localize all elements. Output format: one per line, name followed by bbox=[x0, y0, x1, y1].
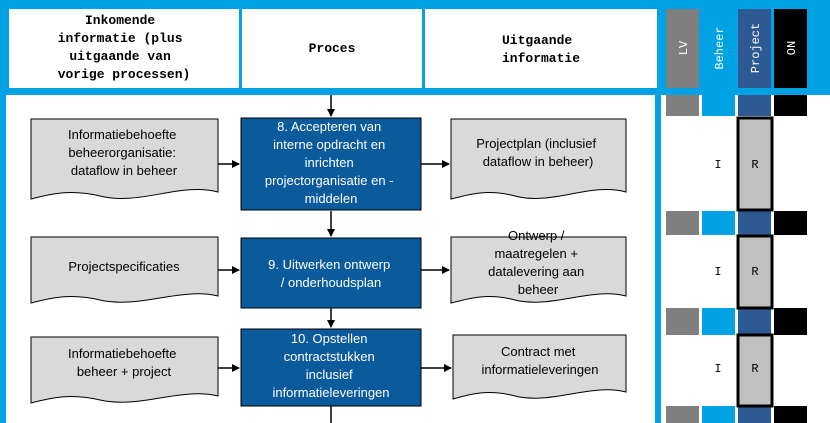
divider-frame-border bbox=[655, 95, 661, 423]
raci-project-cell-10 bbox=[736, 333, 774, 408]
role-header-lv bbox=[666, 9, 699, 88]
raci-beheer-8: I bbox=[714, 158, 721, 172]
input-text-8: Informatiebehoefte beheerorganisatie: da… bbox=[68, 127, 180, 178]
row-10: Informatiebehoefte beheer + project 10. … bbox=[30, 328, 774, 408]
input-document-8 bbox=[30, 118, 219, 200]
raci-project-8: R bbox=[751, 158, 758, 172]
process-box-10 bbox=[240, 328, 422, 407]
process-box-8 bbox=[240, 117, 422, 211]
output-text-10: Contract met informatieleveringen bbox=[481, 344, 598, 377]
process-text-9: 9. Uitwerken ontwerp / onderhoudsplan bbox=[268, 257, 394, 290]
raci-project-10: R bbox=[751, 362, 758, 376]
output-document-9 bbox=[450, 236, 627, 304]
left-frame-border bbox=[0, 95, 6, 423]
raci-beheer-10: I bbox=[714, 362, 721, 376]
input-document-10 bbox=[30, 336, 219, 404]
role-header-project bbox=[738, 9, 771, 88]
input-text-10: Informatiebehoefte beheer + project bbox=[68, 346, 180, 379]
process-text-10: 10. Opstellen contractstukken inclusief … bbox=[272, 331, 389, 400]
header-input-title: Inkomende informatie (plus uitgaande van… bbox=[58, 13, 191, 82]
role-header-beheer bbox=[702, 9, 735, 88]
output-document-8 bbox=[450, 118, 627, 200]
header-output-title: Uitgaande informatie bbox=[502, 33, 580, 66]
process-text-8: 8. Accepteren van interne opdracht en in… bbox=[265, 119, 397, 206]
role-strip-3 bbox=[666, 308, 807, 335]
role-label-lv: LV bbox=[677, 40, 691, 55]
role-header-on bbox=[774, 9, 807, 88]
header-process-cell bbox=[242, 9, 422, 88]
role-label-on: ON bbox=[785, 41, 799, 55]
output-text-8: Projectplan (inclusief dataflow in behee… bbox=[476, 136, 600, 169]
role-strip-4 bbox=[666, 406, 807, 423]
raci-project-cell-9 bbox=[736, 234, 774, 310]
header-process-title: Proces bbox=[309, 41, 356, 56]
row-9: Projectspecificaties 9. Uitwerken ontwer… bbox=[30, 228, 774, 310]
raci-project-9: R bbox=[751, 265, 758, 279]
role-label-beheer: Beheer bbox=[713, 26, 727, 69]
header-output-cell bbox=[425, 9, 657, 88]
header-input-cell bbox=[9, 9, 239, 88]
input-document-9 bbox=[30, 236, 219, 304]
output-text-9: Ontwerp / maatregelen + datalevering aan… bbox=[488, 228, 588, 297]
row-8: Informatiebehoefte beheerorganisatie: da… bbox=[30, 116, 774, 212]
output-document-10 bbox=[452, 334, 627, 400]
role-label-project: Project bbox=[749, 23, 763, 73]
raci-project-cell-8 bbox=[736, 116, 774, 212]
input-text-9: Projectspecificaties bbox=[68, 259, 180, 274]
raci-beheer-9: I bbox=[714, 265, 721, 279]
role-strip-1 bbox=[666, 95, 807, 116]
process-box-9 bbox=[240, 237, 422, 309]
role-strip-2 bbox=[666, 211, 807, 235]
